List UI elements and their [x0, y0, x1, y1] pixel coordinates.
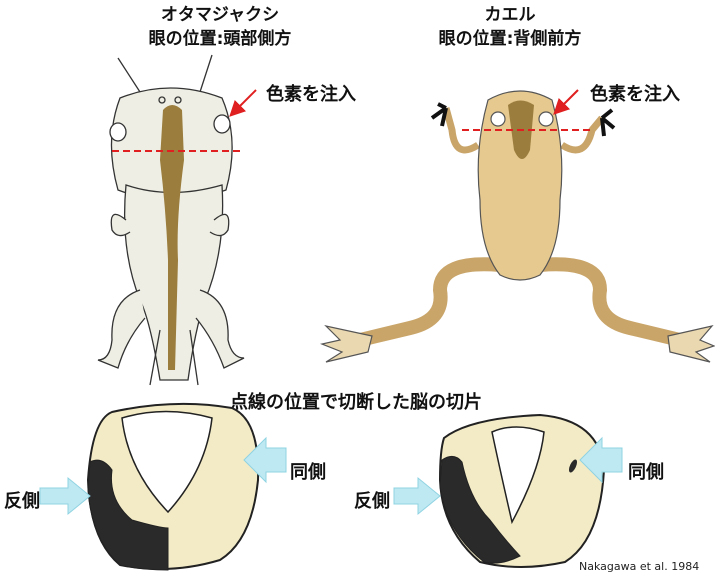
frog-right-eye: [539, 112, 553, 126]
frog-left-hand: [432, 104, 446, 126]
tadpole-right-eye: [214, 115, 230, 133]
frog-right-arm: [562, 118, 602, 150]
frog-right-leg: [540, 264, 680, 340]
right-contralateral-arrow: [394, 478, 440, 514]
frog-left-leg: [360, 264, 500, 340]
tadpole-brain-section: [88, 404, 258, 570]
tadpole-left-hindlimb: [98, 290, 145, 368]
frog-left-foot: [322, 326, 372, 362]
tadpole-drawing: [98, 55, 244, 385]
frog-drawing: [322, 91, 714, 362]
tadpole-left-tentacle: [118, 58, 140, 92]
frog-left-eye: [491, 112, 505, 126]
frog-right-foot: [668, 326, 714, 362]
tadpole-left-eye: [110, 123, 126, 141]
left-contralateral-arrow: [40, 478, 90, 514]
frog-injection-arrow: [556, 90, 578, 112]
tadpole-injection-arrow: [232, 90, 256, 114]
tadpole-right-hindlimb: [196, 290, 244, 368]
tadpole-right-tentacle: [200, 55, 212, 92]
frog-brain-section: [440, 415, 604, 567]
frog-right-hand: [602, 110, 614, 136]
